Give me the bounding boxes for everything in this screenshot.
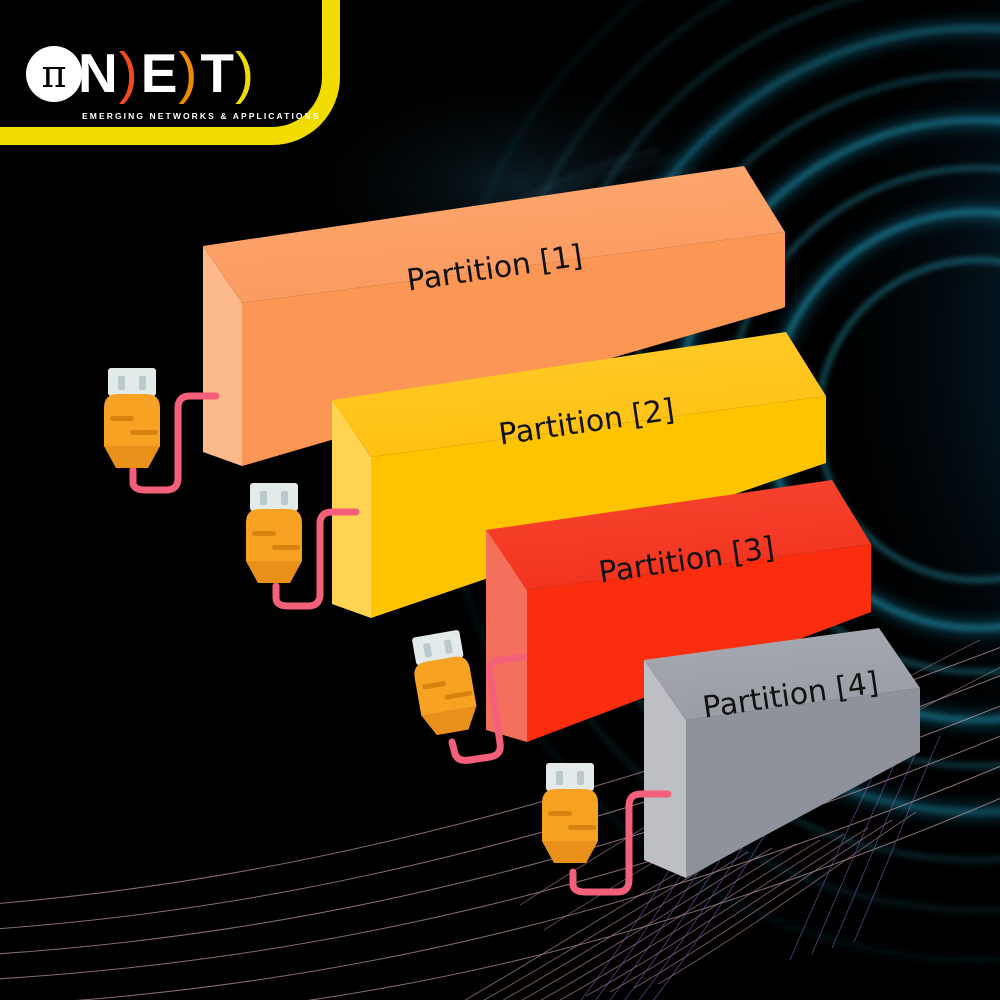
usb-band-4a [548,811,572,816]
brand-paren-red: ) [118,41,138,105]
partition-4-left-face [644,660,686,878]
partition-1-top-face [203,166,785,303]
usb-band-1b [130,430,158,435]
brand-letter-e: E [140,42,178,104]
partition-1-left-face [203,246,242,466]
usb-tip-1 [108,368,156,396]
usb-band-1a [110,416,134,421]
usb-cable-3 [448,653,528,764]
usb-tip-slot-3a [423,643,432,658]
partition-2-top-face [332,332,826,457]
brand-paren-yellow: ) [235,41,254,105]
usb-band-3b [444,690,473,700]
usb-cable-1 [129,392,220,494]
usb-cable-2 [272,508,360,610]
partition-block-4[interactable]: Partition [4] [644,628,920,878]
usb-tip-slot-1b [139,376,146,390]
usb-tip-slot-2b [281,491,288,505]
pi-icon: π [26,45,82,102]
partition-block-2[interactable]: Partition [2] [332,332,826,618]
usb-tip-slot-2a [260,491,267,505]
usb-cables [129,392,672,896]
brand-logo-frame: π N ) E ) T ) EMERGING NETWORKS & APPLIC… [0,0,340,145]
usb-cable-4 [569,790,672,896]
usb-tip-3 [412,630,464,666]
brand-paren-orange: ) [178,41,198,105]
partition-4-front-face [686,688,920,878]
usb-band-2b [272,545,300,550]
partition-4-top-face [644,628,920,720]
usb-connector-3[interactable] [408,629,481,737]
usb-tip-slot-4a [556,771,563,785]
usb-body-shade-1 [104,446,160,468]
partition-3-top-face [486,480,871,590]
partition-3-left-face [486,530,527,742]
usb-band-4b [568,825,596,830]
partition-3-front-face [527,544,871,742]
usb-tip-4 [546,763,594,791]
brand-logo[interactable]: π N ) E ) T ) EMERGING NETWORKS & APPLIC… [18,18,340,145]
usb-tip-slot-1a [118,376,125,390]
usb-body-shade-2 [246,561,302,583]
usb-connector-4[interactable] [542,763,598,863]
usb-tip-slot-4b [577,771,584,785]
brand-letter-t: T [200,42,234,104]
partition-2-front-face [371,396,826,618]
brand-tagline: EMERGING NETWORKS & APPLICATIONS [82,110,321,121]
usb-band-2a [252,531,276,536]
usb-connector-1[interactable] [104,368,160,468]
partition-block-3[interactable]: Partition [3] [486,480,871,742]
usb-band-3a [422,681,447,690]
brand-letter-n: N [78,42,118,104]
usb-body-shade-3 [421,705,477,736]
usb-tip-2 [250,483,298,511]
usb-connector-2[interactable] [246,483,302,583]
usb-body-shade-4 [542,841,598,863]
usb-tip-slot-3b [443,639,453,654]
brand-wordmark: π N ) E ) T ) [18,43,340,105]
